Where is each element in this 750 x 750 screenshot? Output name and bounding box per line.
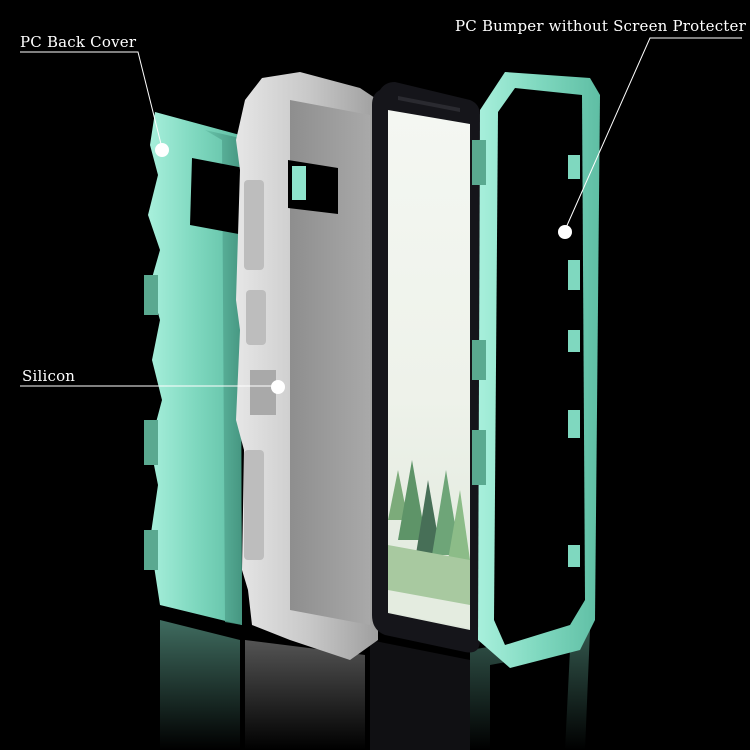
back-cover-marker-dot (155, 143, 169, 157)
silicon-marker-dot (271, 380, 285, 394)
bumper-leader-line (564, 37, 742, 231)
silicon-sleeve (236, 72, 378, 660)
back-cover-leader-line (20, 51, 163, 149)
callout-lines (20, 37, 742, 387)
phone (372, 82, 480, 653)
back-cover-label: PC Back Cover (20, 33, 137, 51)
bumper-marker-dot (558, 225, 572, 239)
pc-back-cover (144, 112, 244, 625)
floor-reflection (160, 620, 590, 750)
silicon-label: Silicon (22, 367, 76, 385)
screen-wallpaper-trees (388, 460, 470, 628)
pc-bumper (472, 72, 600, 668)
bumper-label: PC Bumper without Screen Protecter (455, 17, 746, 35)
